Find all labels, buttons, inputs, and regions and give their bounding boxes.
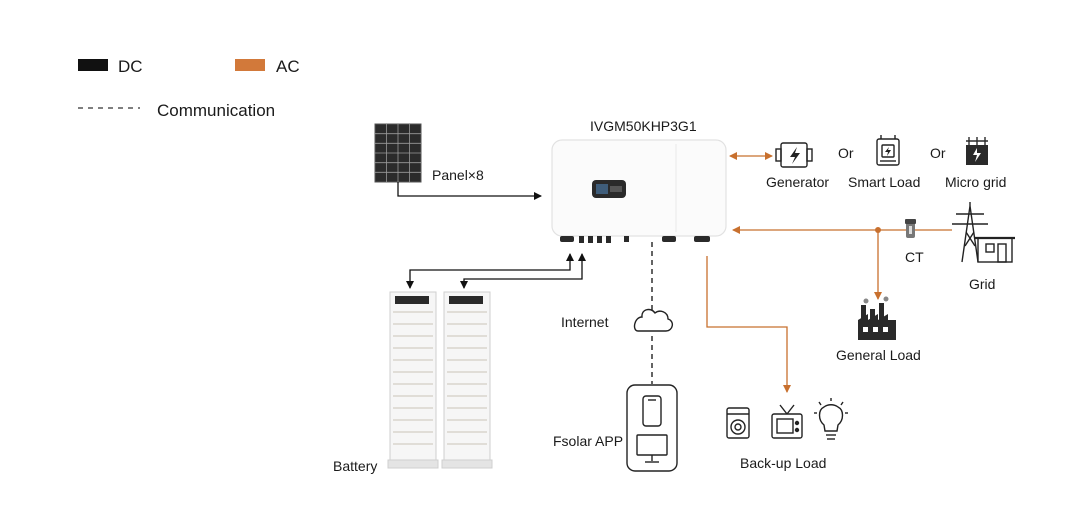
ct-label: CT [905, 249, 924, 265]
light-bulb-icon [814, 398, 848, 440]
fsolar-app-label: Fsolar APP [553, 433, 623, 449]
backup-ac-line [706, 256, 791, 393]
generator-icon [775, 142, 813, 168]
tv-icon [771, 404, 803, 439]
battery2-dc-line [460, 253, 586, 289]
or-label-2: Or [930, 145, 946, 161]
panel-dc-line [397, 182, 542, 200]
legend: DC AC Communication [78, 57, 300, 120]
panel-label: Panel×8 [432, 167, 484, 183]
micro-grid-icon [966, 137, 988, 165]
micro-grid-label: Micro grid [945, 174, 1006, 190]
inverter-icon [551, 139, 727, 243]
or-label-1: Or [838, 145, 854, 161]
generator-label: Generator [766, 174, 829, 190]
general-load-label: General Load [836, 347, 921, 363]
backup-load-label: Back-up Load [740, 455, 826, 471]
legend-dc-swatch [78, 59, 108, 71]
inverter-model: IVGM50KHP3G1 [590, 118, 697, 134]
factory-icon [858, 296, 896, 340]
grid-label: Grid [969, 276, 995, 292]
app-device-icon [626, 384, 678, 472]
ct-icon [905, 219, 916, 238]
solar-panel-icon [374, 123, 422, 183]
legend-dc-label: DC [118, 57, 143, 76]
washing-machine-icon [726, 407, 750, 439]
battery-label: Battery [333, 458, 377, 474]
legend-comm-label: Communication [157, 101, 275, 120]
smart-load-icon [876, 135, 900, 166]
battery-rack-1 [387, 291, 439, 469]
battery-rack-2 [441, 291, 493, 469]
battery1-dc-line [406, 253, 574, 289]
legend-ac-swatch [235, 59, 265, 71]
smart-load-label: Smart Load [848, 174, 920, 190]
legend-ac-label: AC [276, 57, 300, 76]
internet-label: Internet [561, 314, 609, 330]
cloud-icon [633, 308, 673, 332]
grid-icon [952, 202, 1015, 263]
